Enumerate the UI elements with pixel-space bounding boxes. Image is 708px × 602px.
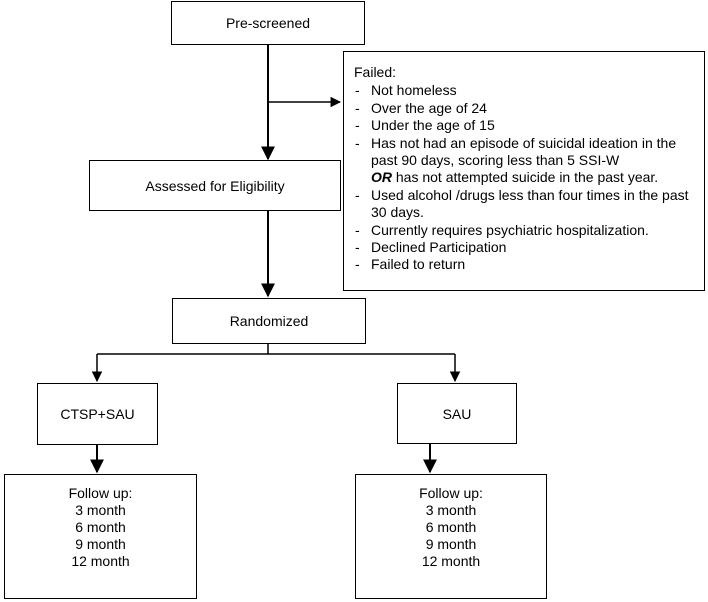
exclusion-item: Currently requires psychiatric hospitali…	[354, 222, 696, 240]
ctsp-sau-label: CTSP+SAU	[60, 406, 135, 422]
followup-item: 9 month	[425, 536, 477, 552]
followup-right-box: Follow up: 3 month 6 month 9 month 12 mo…	[355, 474, 547, 599]
followup-item: 12 month	[421, 553, 481, 569]
randomized-label: Randomized	[229, 313, 309, 329]
followup-title: Follow up:	[419, 485, 483, 501]
followup-item: 3 month	[425, 502, 477, 518]
sau-box: SAU	[397, 383, 517, 444]
followup-left-box: Follow up: 3 month 6 month 9 month 12 mo…	[4, 474, 197, 599]
exclusion-item-text: Has not had an episode of suicidal ideat…	[371, 134, 677, 169]
ctsp-sau-box: CTSP+SAU	[37, 383, 158, 445]
exclusion-item: Used alcohol /drugs less than four times…	[354, 187, 696, 222]
followup-item: 12 month	[71, 553, 130, 569]
assessed-label: Assessed for Eligibility	[145, 177, 285, 194]
exclusion-item: Under the age of 15	[354, 117, 696, 135]
randomized-box: Randomized	[172, 298, 366, 344]
followup-item: 6 month	[425, 519, 477, 535]
followup-item: 9 month	[75, 536, 126, 552]
exclusion-item: Over the age of 24	[354, 100, 696, 118]
exclusion-item-suicidal-ideation: Has not had an episode of suicidal ideat…	[354, 135, 696, 187]
followup-item: 3 month	[75, 502, 126, 518]
exclusion-box: Failed: Not homeless Over the age of 24 …	[343, 51, 705, 291]
prescreened-box: Pre-screened	[171, 1, 365, 45]
exclusion-header: Failed:	[354, 64, 397, 80]
exclusion-item: Failed to return	[354, 256, 696, 274]
followup-title: Follow up:	[68, 485, 133, 501]
prescreened-label: Pre-screened	[225, 15, 311, 31]
sau-label: SAU	[442, 405, 472, 422]
exclusion-item: Not homeless	[354, 82, 696, 100]
or-rest: has not attempted suicide in the past ye…	[392, 169, 659, 186]
followup-item: 6 month	[75, 519, 126, 535]
exclusion-list: Not homeless Over the age of 24 Under th…	[354, 82, 696, 274]
assessed-box: Assessed for Eligibility	[89, 160, 341, 211]
exclusion-item: Declined Participation	[354, 239, 696, 257]
or-word: OR	[371, 169, 392, 186]
